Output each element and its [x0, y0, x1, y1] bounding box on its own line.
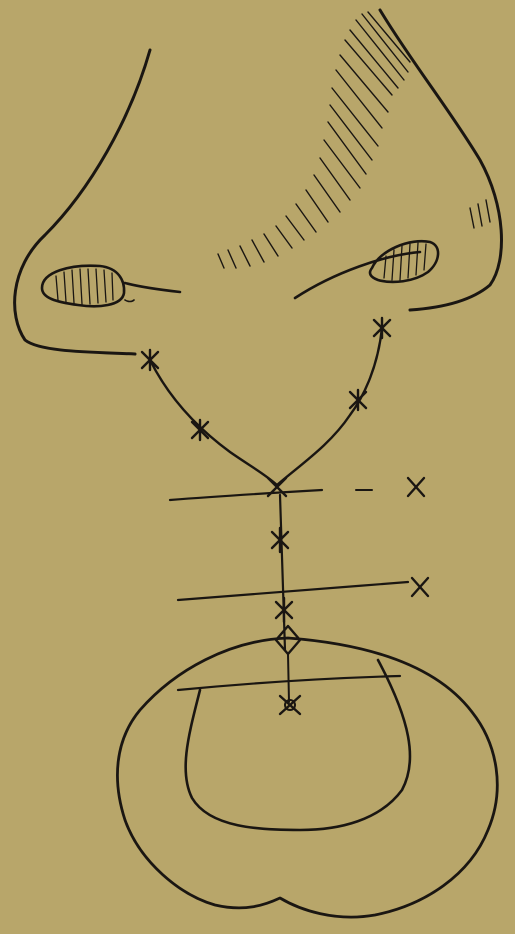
marker-philtrum-left-mid	[192, 420, 208, 440]
nose-right-outline	[380, 10, 501, 310]
upper-reference-line	[170, 490, 322, 500]
vertical-midline	[280, 495, 285, 650]
nose-columella-rim	[125, 283, 180, 292]
marker-lower-right	[412, 578, 428, 596]
nose-left-outline	[15, 50, 150, 354]
marker-upper-right	[408, 478, 424, 496]
mouth-centre-stem	[288, 654, 289, 702]
marker-philtrum-right-top	[374, 318, 390, 338]
marker-mouth-centre	[280, 696, 300, 714]
marker-philtrum-left-top	[142, 350, 158, 370]
nose-bridge-shading	[218, 12, 490, 268]
philtrum-curve	[150, 328, 382, 485]
marker-midline-lower	[276, 598, 292, 622]
philtrum-left-line	[150, 360, 277, 485]
nose	[15, 10, 502, 354]
lower-reference-line	[178, 582, 408, 600]
philtrum-right-line	[277, 328, 382, 485]
marker-midline-upper	[272, 528, 288, 552]
marker-philtrum-right-mid	[350, 390, 366, 410]
mouth	[117, 638, 497, 917]
right-nostril	[370, 241, 438, 282]
left-nostril	[42, 266, 134, 307]
